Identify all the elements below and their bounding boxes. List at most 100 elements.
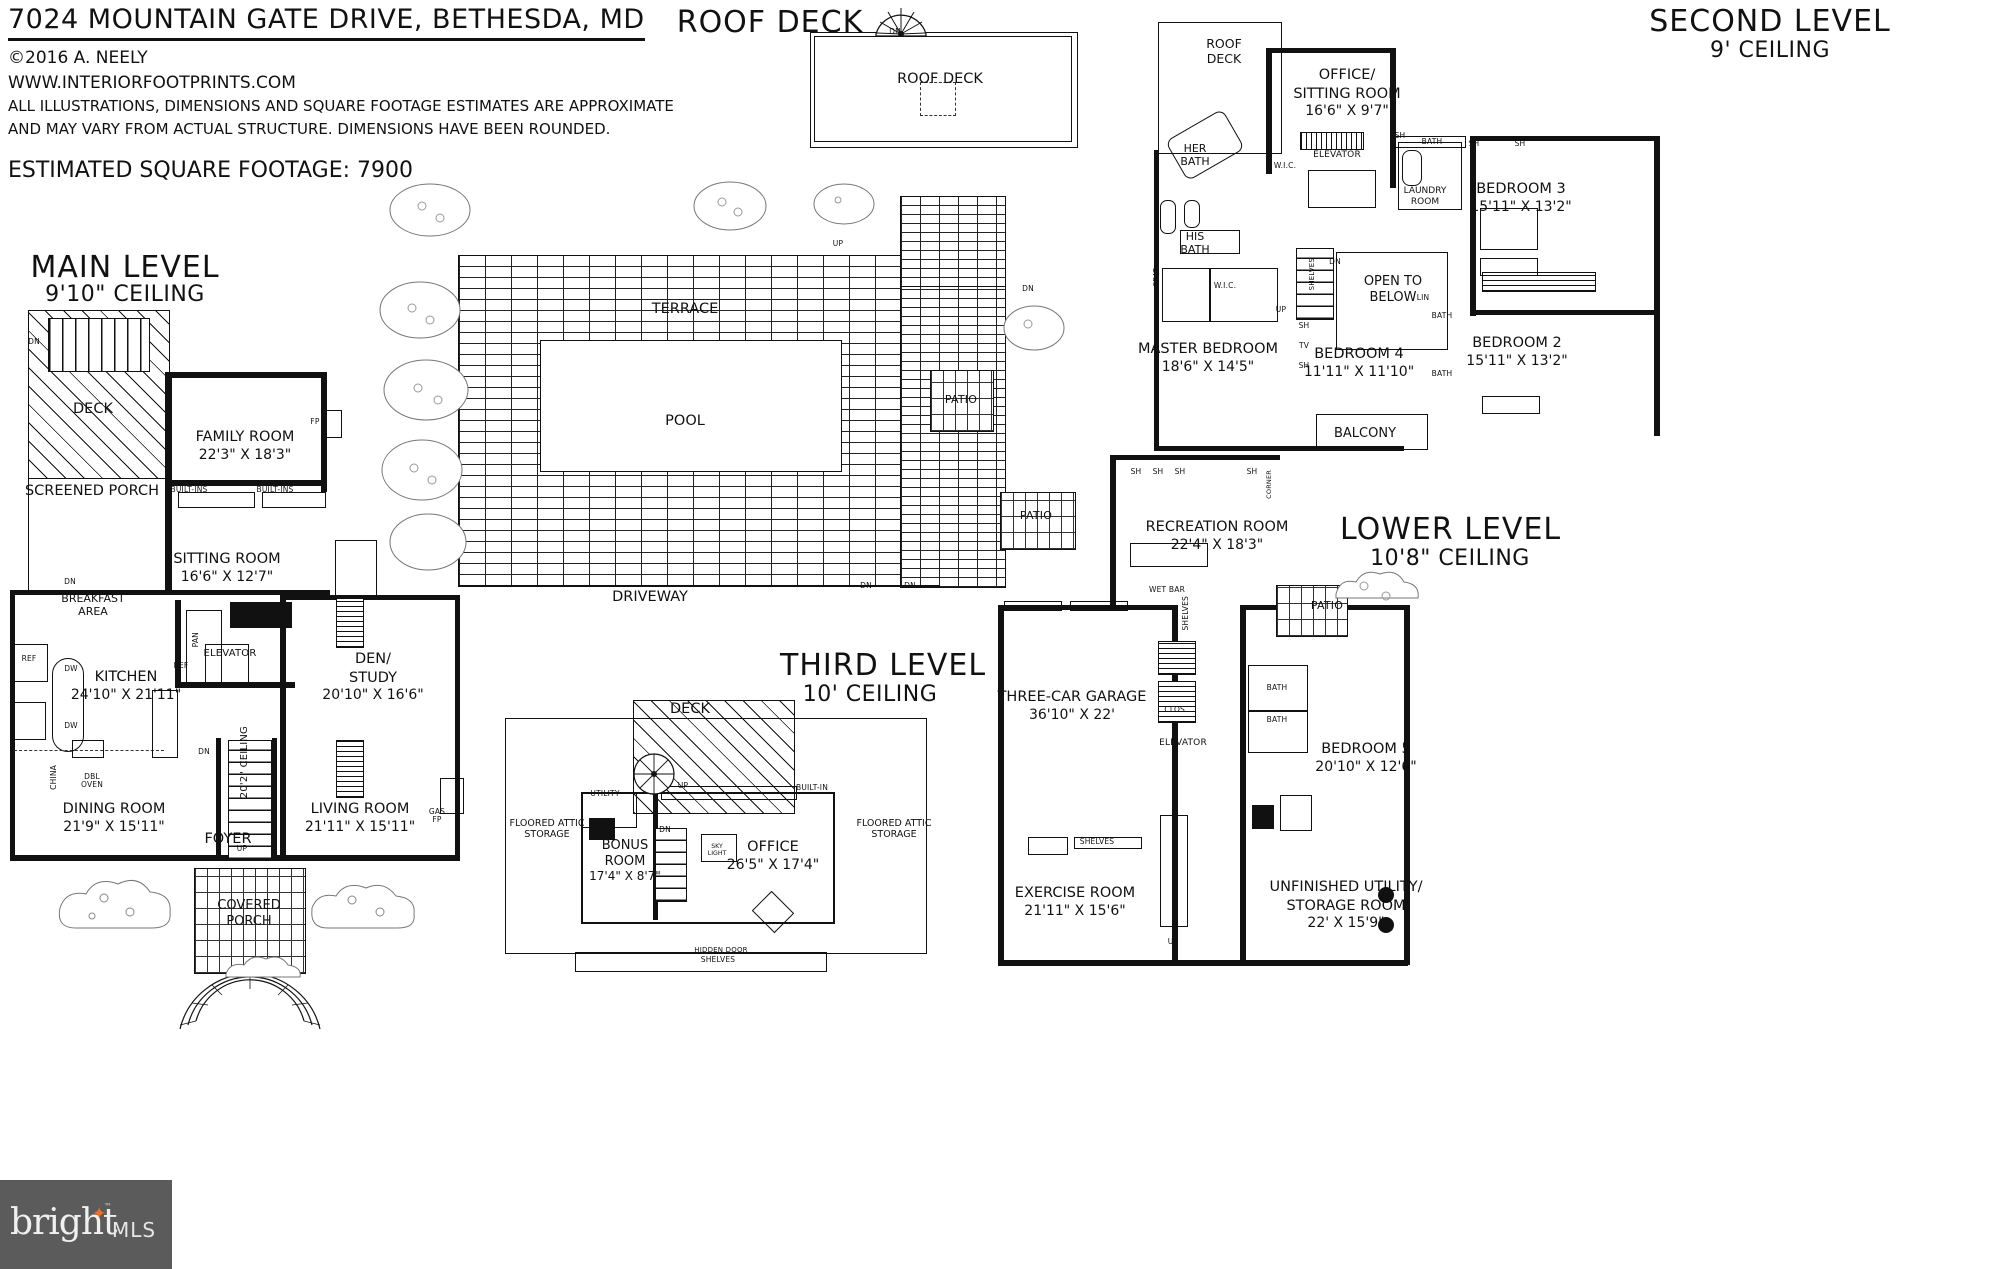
sh-lower-3: SH: [1174, 467, 1186, 476]
pool-label: POOL: [665, 413, 705, 429]
ref-label: REF: [21, 654, 37, 663]
room-office-sitting: OFFICE/SITTING ROOM 16'6" X 9'7": [1293, 67, 1401, 120]
hidden-door-label: HIDDEN DOOR: [694, 946, 748, 954]
exercise-shelves: [1074, 837, 1142, 849]
double-oven: [72, 740, 104, 758]
main-deck-stair: [48, 318, 150, 372]
tree-top-1: [690, 178, 770, 234]
dn-arrow-stair: DN: [198, 747, 210, 756]
main-central-stair: [228, 740, 272, 860]
balcony-box: [1316, 414, 1428, 450]
closet-lower: [1158, 641, 1196, 675]
third-spiral-stair: [632, 752, 676, 796]
room-foyer: FOYER: [204, 831, 252, 847]
utility-dot-2: [1378, 917, 1394, 933]
den-stair: [336, 740, 364, 798]
roof-deck-hatch: [920, 82, 956, 116]
second-level-ceiling: 9' CEILING: [1709, 38, 1831, 63]
sh-second-3: SH: [1394, 131, 1406, 140]
tv-second: TV: [1298, 341, 1310, 350]
lower-level-plan: [990, 455, 1420, 966]
bed-bedroom3: [1480, 208, 1538, 250]
title-block: 7024 MOUNTAIN GATE DRIVE, BETHESDA, MD ©…: [8, 4, 674, 183]
elevator-lower: [1158, 681, 1196, 723]
room-garage: THREE-CAR GARAGE 36'10" X 22': [997, 689, 1147, 723]
utility-dot-1: [1378, 887, 1394, 903]
sky-light: [701, 834, 737, 862]
laundry-room-box: [1398, 142, 1462, 210]
room-third-office: OFFICE 26'5" X 17'4": [726, 839, 820, 873]
third-level-title: THIRD LEVEL: [780, 648, 987, 683]
main-level-title: MAIN LEVEL: [30, 250, 220, 285]
copyright-line: ©2016 A. NEELY: [8, 48, 148, 68]
china-label: CHINA: [49, 765, 58, 790]
ref-label-2: REF: [173, 661, 189, 670]
disclaimer-line-2: AND MAY VARY FROM ACTUAL STRUCTURE. DIME…: [8, 120, 611, 138]
utility-label: UTILITY: [590, 789, 620, 798]
third-dn-label: DN: [659, 825, 671, 834]
room-bedroom3: BEDROOM 3 15'11" X 13'2": [1470, 181, 1572, 215]
lin-label: LIN: [1416, 293, 1430, 302]
watermark-star-icon: ✦: [92, 1204, 107, 1224]
terrace-label: TERRACE: [651, 301, 719, 317]
refrigerator: [12, 644, 48, 682]
patio-mid-label: PATIO: [1019, 509, 1053, 522]
elevator-second: [1308, 170, 1376, 208]
lower-bath-2: [1248, 711, 1308, 753]
tree-cluster: [379, 180, 492, 600]
room-deck-main: DECK: [73, 401, 113, 417]
elevator-label-main: ELEVATOR: [203, 648, 257, 659]
second-up-label: UP: [1275, 305, 1287, 314]
website-line: WWW.INTERIORFOOTPRINTS.COM: [8, 73, 296, 93]
third-level-ceiling: 10' CEILING: [802, 682, 938, 707]
builtin-left: [178, 492, 255, 508]
builtins-label-1: BUILT-INS: [170, 485, 208, 494]
room-bedroom5: BEDROOM 5 20'10" X 12'6": [1315, 741, 1417, 775]
roof-deck-room-label: ROOF DECK: [897, 71, 983, 87]
room-living: LIVING ROOM 21'11" X 15'11": [304, 801, 416, 835]
roof-deck-spiral-stair: [868, 0, 930, 40]
sh-second-5: SH: [1514, 139, 1526, 148]
watermark-suffix: MLS: [112, 1218, 157, 1242]
shrub-group-left: [52, 868, 192, 938]
main-screened-porch: [28, 478, 170, 592]
his-bath-vanity: [1180, 230, 1240, 254]
sh-lower-1: SH: [1130, 467, 1142, 476]
powder-room-label: P.R.: [276, 618, 294, 628]
lower-level-title: LOWER LEVEL: [1340, 512, 1562, 547]
bath-label-lower-2: BATH: [1266, 715, 1288, 724]
lower-shrub: [1330, 562, 1419, 618]
room-dining: DINING ROOM 21'9" X 15'11": [62, 801, 166, 835]
room-screened-porch: SCREENED PORCH: [24, 483, 160, 499]
lower-bath-1: [1248, 665, 1308, 711]
tree-top-2: [810, 180, 880, 230]
powder-room: [335, 540, 377, 596]
exercise-equipment: [1028, 837, 1068, 855]
room-sitting: SITTING ROOM 16'6" X 12'7": [173, 551, 281, 585]
sh-lower-4: SH: [1246, 467, 1258, 476]
dw-label-2: DW: [64, 721, 78, 730]
utility-equip: [589, 818, 615, 840]
elevator-label-second: ELEVATOR: [1313, 150, 1361, 160]
third-core: [581, 792, 835, 924]
pantry: [186, 610, 222, 684]
sh-second-4: SH: [1468, 139, 1480, 148]
disclaimer-line-1: ALL ILLUSTRATIONS, DIMENSIONS AND SQUARE…: [8, 97, 674, 115]
bright-mls-watermark: bright ✦ ™ MLS: [0, 1180, 172, 1269]
main-level-plan: [0, 310, 464, 870]
up-arrow-stair: UP: [236, 844, 248, 853]
bedroom3-closet: [1482, 272, 1596, 292]
patio-lower-right: [1276, 585, 1348, 637]
dn-arrow-deck: DN: [28, 337, 40, 346]
room-bedroom4: BEDROOM 4 11'11" X 11'10": [1303, 346, 1415, 380]
seat-label: SEAT: [1152, 268, 1160, 287]
